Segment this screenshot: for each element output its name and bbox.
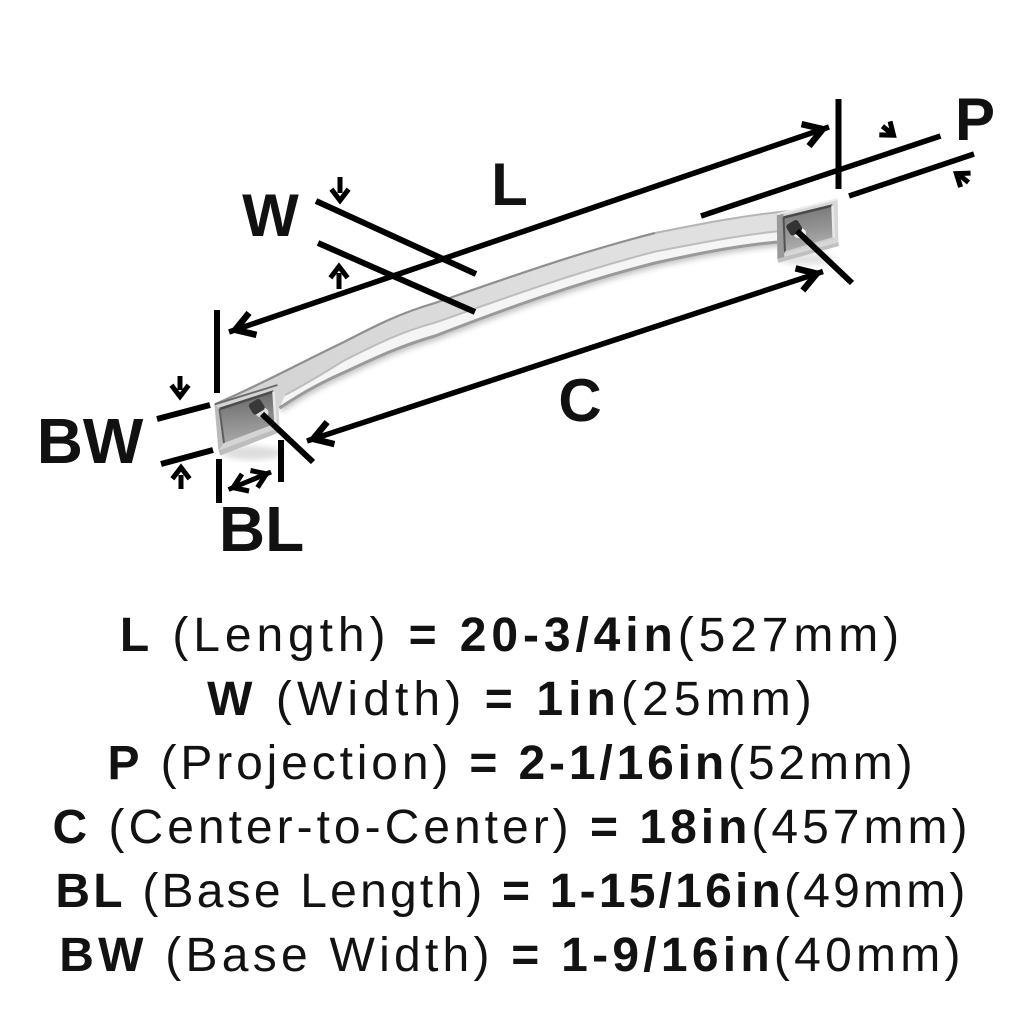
svg-text:BW: BW <box>37 405 144 477</box>
svg-text:C: C <box>558 367 601 434</box>
svg-text:W: W <box>242 182 299 249</box>
svg-text:P: P <box>955 86 995 153</box>
svg-text:BL: BL <box>219 493 304 565</box>
svg-text:L: L <box>491 151 528 218</box>
